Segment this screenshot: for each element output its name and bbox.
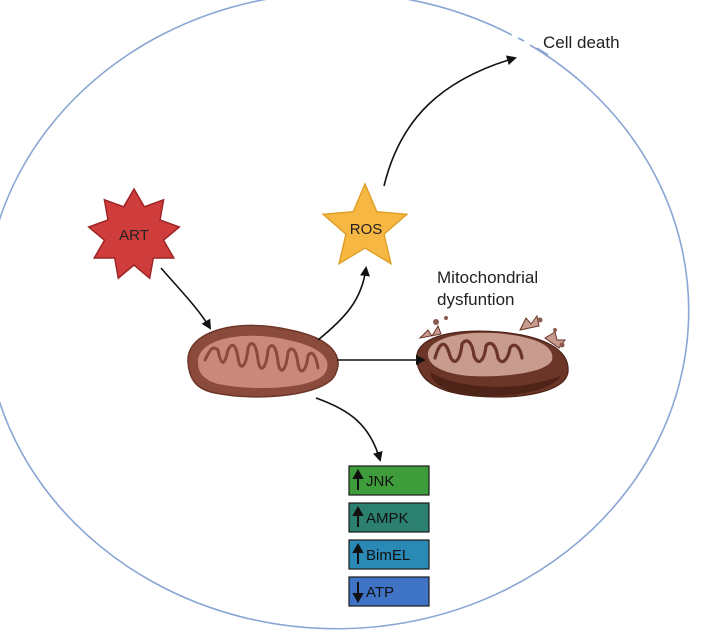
cell-membrane-fragment: [517, 37, 525, 42]
marker-box-bg: [348, 576, 430, 607]
arrow-mito-to-markers: [315, 397, 383, 462]
marker-label: JNK: [366, 473, 394, 490]
arrow-ros-to-cell-death: [383, 55, 517, 187]
marker-label: AMPK: [366, 510, 409, 527]
marker-box-bg: [348, 502, 430, 533]
marker-box-jnk: JNK: [348, 465, 430, 496]
marker-label: BimEL: [366, 547, 410, 564]
ros-label: ROS: [350, 221, 383, 238]
mito-dysfunction-label-line1: Mitochondrial: [437, 268, 538, 287]
arrow-up-icon: [352, 468, 364, 490]
arrow-up-icon: [352, 505, 364, 527]
mitochondrion: [187, 324, 339, 398]
marker-box-bg: [348, 465, 430, 496]
art-label: ART: [119, 227, 149, 244]
mito-dysfunction-label-line2: dysfuntion: [437, 290, 515, 309]
cell-membrane: [0, 0, 690, 630]
marker-box-atp: ATP: [348, 576, 430, 607]
cell-death-label: Cell death: [543, 33, 620, 52]
marker-box-ampk: AMPK: [348, 502, 430, 533]
marker-box-bg: [348, 539, 430, 570]
ros-star: ROS: [321, 182, 409, 266]
cell-membrane-fragment: [536, 47, 549, 56]
arrow-down-icon: [352, 582, 364, 604]
damaged-mitochondrion: [416, 314, 569, 398]
art-burst: ART: [87, 187, 181, 280]
arrow-mito-to-ros: [317, 266, 370, 341]
marker-box-bimel: BimEL: [348, 539, 430, 570]
marker-list: JNK AMPK BimEL ATP: [348, 465, 430, 607]
arrow-up-icon: [352, 542, 364, 564]
arrow-art-to-mito: [160, 267, 212, 330]
marker-label: ATP: [366, 584, 394, 601]
